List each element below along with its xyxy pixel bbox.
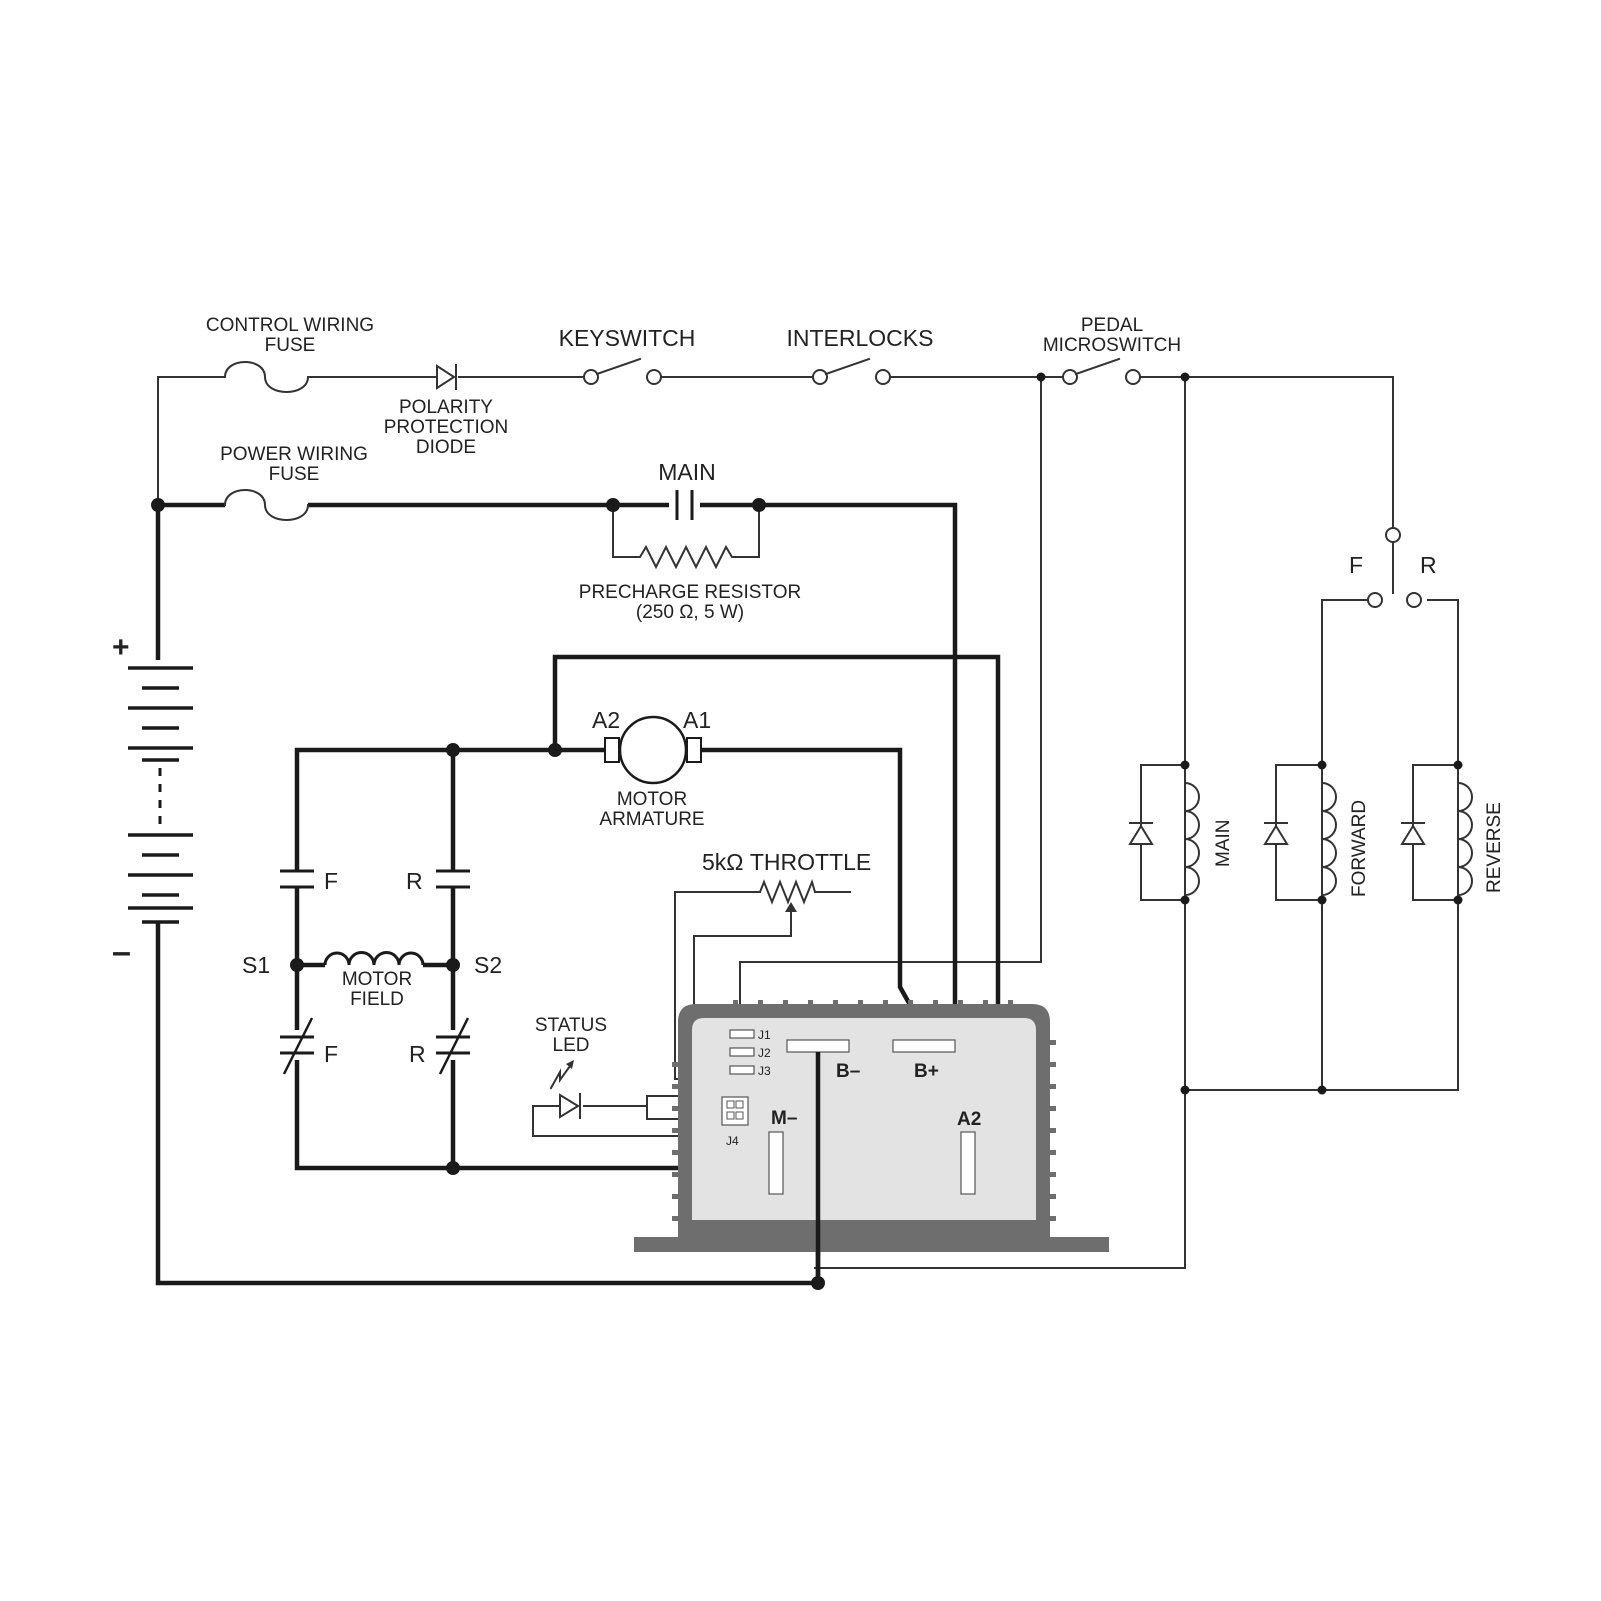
forward-coil-label: FORWARD (1349, 800, 1370, 897)
power-fuse-label-line1: POWER WIRING (220, 444, 368, 465)
motor-armature (604, 715, 702, 785)
main-contactor (675, 490, 694, 520)
power-fuse (223, 489, 310, 521)
main-contactor-label: MAIN (658, 459, 716, 485)
b-plus-terminal (892, 1039, 956, 1053)
b-minus-label: B– (836, 1061, 860, 1082)
forward-coil (1263, 764, 1337, 901)
battery-minus-label: – (112, 933, 131, 971)
selector-f-label: F (1349, 552, 1363, 578)
precharge-resistor (612, 504, 760, 570)
field-f-bottom-label: F (324, 1041, 338, 1067)
motor-field-coil (323, 951, 425, 966)
b-plus-label: B+ (914, 1061, 939, 1082)
main-coil-label: MAIN (1213, 820, 1234, 868)
status-led (549, 1060, 581, 1119)
field-r-bottom-label: R (409, 1041, 426, 1067)
armature-a2-label: A2 (592, 707, 620, 733)
pedal-microswitch-label-line1: PEDAL (1081, 315, 1143, 336)
interlocks-switch (812, 357, 891, 385)
battery (128, 666, 193, 924)
pedal-microswitch-label-line2: MICROSWITCH (1043, 335, 1181, 356)
j4-connector (721, 1096, 749, 1126)
power-fuse-label-line2: FUSE (269, 464, 320, 485)
control-fuse-label-line2: FUSE (265, 335, 316, 356)
field-contactor-f-bottom (280, 1017, 314, 1075)
status-led-label-line2: LED (553, 1035, 590, 1056)
keyswitch-label: KEYSWITCH (559, 325, 696, 351)
throttle-potentiometer[interactable] (758, 878, 817, 913)
field-r-top-label: R (406, 868, 423, 894)
j4-label: J4 (726, 1134, 739, 1148)
selector-r-label: R (1420, 552, 1437, 578)
a2-label: A2 (957, 1109, 981, 1130)
j1-pin (729, 1029, 755, 1039)
motor-controller: J1 J2 J3 J4 B– B+ M– A2 (634, 1000, 1109, 1252)
battery-plus-label: + (112, 631, 130, 664)
j3-pin (729, 1065, 755, 1075)
junction-dots (151, 372, 1463, 1290)
polarity-diode-label-line2: PROTECTION (384, 417, 509, 438)
precharge-resistor-label-line1: PRECHARGE RESISTOR (579, 582, 801, 603)
field-contactor-r-bottom (436, 1017, 470, 1075)
motor-field-label-line1: MOTOR (342, 969, 412, 990)
s1-label: S1 (242, 952, 270, 978)
pedal-microswitch[interactable] (1062, 357, 1141, 385)
fr-selector-switch[interactable] (1367, 527, 1422, 608)
m-minus-label: M– (771, 1108, 797, 1129)
polarity-diode-label-line3: DIODE (416, 437, 476, 458)
polarity-diode-label-line1: POLARITY (399, 397, 493, 418)
control-fuse-label-line1: CONTROL WIRING (206, 315, 374, 336)
j2-pin (729, 1047, 755, 1057)
m-minus-terminal (768, 1131, 784, 1195)
reverse-coil-label: REVERSE (1484, 802, 1505, 893)
main-coil (1128, 764, 1200, 901)
field-f-top-label: F (324, 868, 338, 894)
precharge-resistor-label-line2: (250 Ω, 5 W) (636, 602, 744, 623)
interlocks-label: INTERLOCKS (787, 325, 934, 351)
motor-armature-label-line1: MOTOR (617, 789, 687, 810)
field-contactor-r-top (436, 869, 470, 889)
a2-terminal (960, 1131, 976, 1195)
motor-field-label-line2: FIELD (350, 989, 404, 1010)
j3-label: J3 (758, 1064, 771, 1078)
armature-a1-label: A1 (683, 707, 711, 733)
throttle-label: 5kΩ THROTTLE (702, 849, 871, 875)
s2-label: S2 (474, 952, 502, 978)
reverse-coil (1400, 764, 1473, 901)
status-led-label-line1: STATUS (535, 1015, 607, 1036)
field-contactor-f-top (280, 869, 314, 889)
b-minus-terminal (786, 1039, 850, 1053)
j1-label: J1 (758, 1028, 771, 1042)
j2-label: J2 (758, 1046, 771, 1060)
polarity-diode (436, 364, 457, 390)
keyswitch[interactable] (583, 357, 662, 385)
control-fuse (223, 361, 310, 393)
motor-armature-label-line2: ARMATURE (599, 809, 704, 830)
